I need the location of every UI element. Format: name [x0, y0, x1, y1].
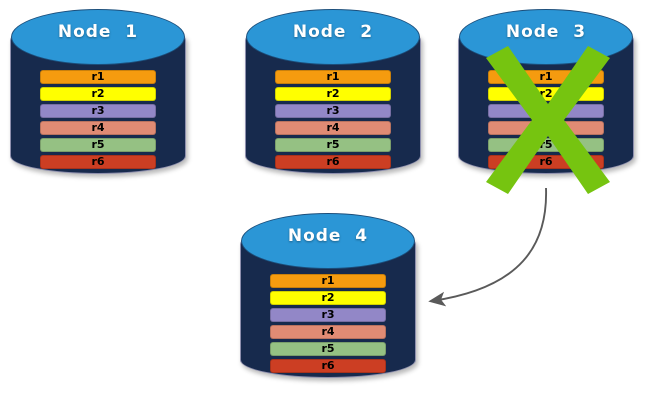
node-3-row-r3-label: r3 [539, 104, 553, 117]
node-2-row-r2[interactable]: r2 [275, 87, 391, 101]
node-2[interactable]: Node 2 r1 r2 r3 r4 r5 r6 [245, 8, 421, 188]
node-3-row-r2-label: r2 [539, 87, 553, 100]
node-4-cylinder-top [241, 213, 415, 269]
node-4-rows: r1 r2 r3 r4 r5 r6 [270, 274, 386, 373]
node-3-title: Node 3 [505, 22, 587, 42]
node-4-row-r1[interactable]: r1 [270, 274, 386, 288]
node-2-row-r6[interactable]: r6 [275, 155, 391, 169]
node-2-cylinder-top [246, 9, 420, 65]
node-2-rows: r1 r2 r3 r4 r5 r6 [275, 70, 391, 169]
node-2-row-r3-label: r3 [326, 104, 340, 117]
node-1-row-r2-label: r2 [91, 87, 105, 100]
node-1-row-r4[interactable]: r4 [40, 121, 156, 135]
node-2-row-r3[interactable]: r3 [275, 104, 391, 118]
node-1-title: Node 1 [57, 22, 139, 42]
node-4-row-r6[interactable]: r6 [270, 359, 386, 373]
node-4-row-r5[interactable]: r5 [270, 342, 386, 356]
node-3-row-r4[interactable]: r4 [488, 121, 604, 135]
node-4-row-r4[interactable]: r4 [270, 325, 386, 339]
node-1-row-r4-label: r4 [91, 121, 105, 134]
node-2-row-r4[interactable]: r4 [275, 121, 391, 135]
node-4-row-r4-label: r4 [321, 325, 335, 338]
node-2-row-r1-label: r1 [326, 70, 340, 83]
node-4-title: Node 4 [287, 226, 369, 246]
node-3-rows: r1 r2 r3 r4 r5 r6 [488, 70, 604, 169]
node-4-row-r6-label: r6 [321, 359, 335, 372]
node-1-row-r6-label: r6 [91, 155, 105, 168]
node-4-row-r2-label: r2 [321, 291, 335, 304]
node-1-row-r6[interactable]: r6 [40, 155, 156, 169]
node-1-row-r1[interactable]: r1 [40, 70, 156, 84]
node-3-row-r1[interactable]: r1 [488, 70, 604, 84]
node-4-row-r5-label: r5 [321, 342, 335, 355]
node-1-row-r3[interactable]: r3 [40, 104, 156, 118]
node-2-row-r2-label: r2 [326, 87, 340, 100]
node-3[interactable]: Node 3 r1 r2 r3 r4 r5 r6 [458, 8, 634, 194]
node-4-row-r3-label: r3 [321, 308, 335, 321]
node-2-row-r5-label: r5 [326, 138, 340, 151]
node-1-row-r5-label: r5 [91, 138, 105, 151]
node-4[interactable]: Node 4 r1 r2 r3 r4 r5 r6 [240, 212, 416, 392]
node-3-row-r2[interactable]: r2 [488, 87, 604, 101]
node-3-row-r5[interactable]: r5 [488, 138, 604, 152]
node-1[interactable]: Node 1 r1 r2 r3 r4 r5 r6 [10, 8, 186, 188]
node-2-row-r6-label: r6 [326, 155, 340, 168]
node-1-row-r1-label: r1 [91, 70, 105, 83]
node-3-row-r3[interactable]: r3 [488, 104, 604, 118]
node-4-row-r3[interactable]: r3 [270, 308, 386, 322]
node-3-row-r6[interactable]: r6 [488, 155, 604, 169]
node-4-row-r1-label: r1 [321, 274, 335, 287]
node-4-row-r2[interactable]: r2 [270, 291, 386, 305]
node-3-row-r6-label: r6 [539, 155, 553, 168]
node-2-title: Node 2 [292, 22, 374, 42]
node-2-row-r5[interactable]: r5 [275, 138, 391, 152]
node-3-row-r5-label: r5 [539, 138, 553, 151]
node-1-row-r3-label: r3 [91, 104, 105, 117]
node-1-rows: r1 r2 r3 r4 r5 r6 [40, 70, 156, 169]
node-3-row-r1-label: r1 [539, 70, 553, 83]
node-2-row-r1[interactable]: r1 [275, 70, 391, 84]
node-1-row-r2[interactable]: r2 [40, 87, 156, 101]
node-1-cylinder-top [11, 9, 185, 65]
node-1-row-r5[interactable]: r5 [40, 138, 156, 152]
node-2-row-r4-label: r4 [326, 121, 340, 134]
node-3-row-r4-label: r4 [539, 121, 553, 134]
